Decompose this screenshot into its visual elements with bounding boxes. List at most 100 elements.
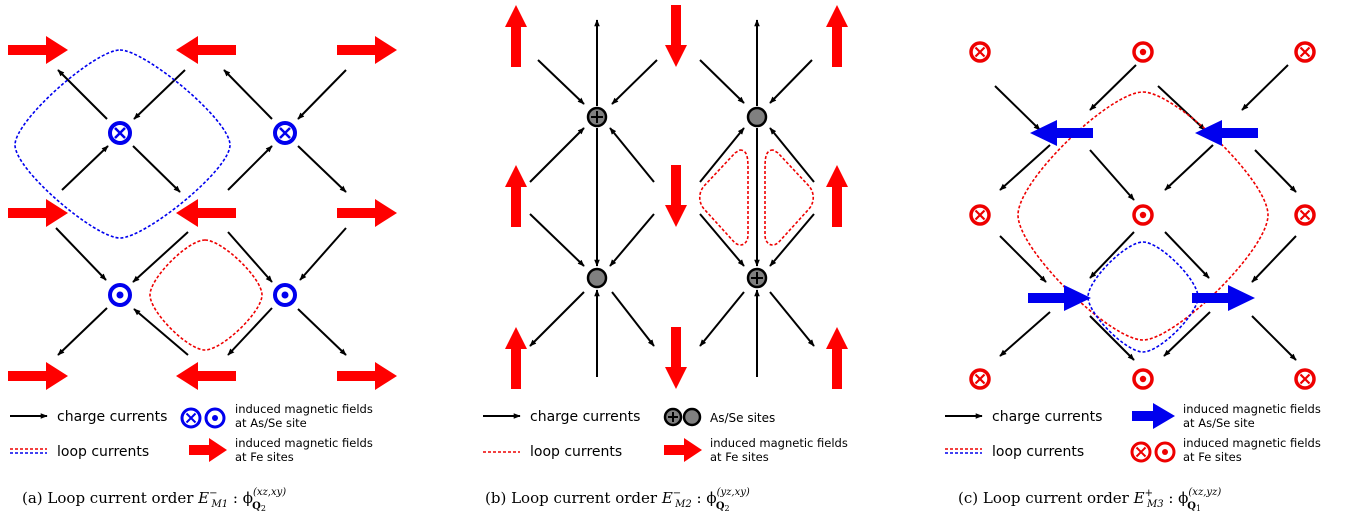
panel-b-as-se-site (746, 106, 768, 128)
panel-c-legend-induced-fe-1: induced magnetic fields (1183, 436, 1321, 450)
panel-a-legend-loop-currents: loop currents (57, 444, 149, 460)
panel-a-loop-current-blue (14, 49, 231, 239)
panel-c-legend-loop-currents: loop currents (992, 444, 1084, 460)
charge-current-arrow (999, 235, 1047, 283)
fe-field-left (176, 199, 236, 227)
fe-field-left (176, 36, 236, 64)
panel-a-legend-charge-currents: charge currents (57, 409, 167, 425)
charge-current-arrow (609, 213, 655, 267)
out-of-page-icon (1154, 441, 1176, 463)
charge-current-arrow (227, 145, 273, 191)
charge-current-arrow (529, 291, 585, 347)
charge-current-arrow (132, 145, 181, 193)
charge-current-arrow (529, 127, 585, 183)
fe-field-up (826, 165, 848, 227)
panel-c-legend-charge-currents: charge currents (992, 409, 1102, 425)
fe-site-out (1132, 41, 1154, 63)
panel-b-legend-induced-fe-1: induced magnetic fields (710, 436, 848, 450)
panel-b-loop-current-red (698, 149, 749, 246)
red-arrow-icon (664, 438, 702, 462)
charge-current-arrow (537, 59, 585, 105)
panel-b-loop-current-red (764, 149, 815, 246)
charge-current-arrow (1089, 149, 1135, 201)
fe-field-up (505, 327, 527, 389)
panel-c-loop-current-red (1017, 91, 1269, 341)
out-of-page-icon (204, 407, 226, 429)
charge-current-arrow (1089, 231, 1135, 279)
charge-current-arrow (769, 59, 813, 104)
panel-b-as-se-site (586, 267, 608, 289)
panel-b: charge currents As/Se sites loop current… (483, 5, 848, 513)
fe-site-out (1132, 204, 1154, 226)
fe-field-right (337, 362, 397, 390)
charge-current-arrow (769, 213, 815, 267)
charge-current-arrow (1157, 85, 1206, 131)
panel-c-legend: charge currents induced magnetic fields … (945, 402, 1321, 464)
fe-site-into (1294, 204, 1316, 226)
panel-a-as-se-site-out (108, 283, 132, 307)
charge-current-arrow (1241, 64, 1289, 111)
blue-arrow-icon (1132, 403, 1175, 429)
charge-current-arrow (529, 213, 585, 267)
fe-field-up (505, 165, 527, 227)
plus-site-icon (663, 407, 683, 427)
charge-current-arrow (223, 69, 273, 120)
fe-field-right (337, 199, 397, 227)
panel-c-legend-induced-as-se-2: at As/Se site (1183, 416, 1255, 430)
fe-field-down (665, 165, 687, 227)
panel-c-legend-induced-fe-2: at Fe sites (1183, 450, 1242, 464)
panel-a-as-se-site-into (108, 121, 132, 145)
fe-field-up (505, 5, 527, 67)
charge-current-arrow (1089, 315, 1135, 361)
panel-b-caption: (b) Loop current order E−M2 : ϕ(yz,xy)Q2 (485, 487, 750, 513)
panel-b-legend-loop-currents: loop currents (530, 444, 622, 460)
fe-field-up (826, 327, 848, 389)
charge-current-arrow (1163, 311, 1211, 357)
charge-current-arrow (769, 127, 815, 183)
panel-b-as-se-site-plus (746, 267, 768, 289)
panel-a-caption: (a) Loop current order E−M1 : ϕ(xz,xy)Q2 (22, 487, 286, 513)
panel-b-as-se-site-plus (586, 106, 608, 128)
charge-current-arrow (699, 127, 745, 183)
panel-a: charge currents induced magnetic fields … (8, 36, 397, 513)
charge-current-arrow (297, 69, 347, 120)
panel-b-charge-currents (529, 19, 815, 377)
fe-field-right (337, 36, 397, 64)
charge-current-arrow (227, 307, 273, 356)
charge-current-arrow (55, 227, 107, 281)
charge-current-arrow (609, 127, 655, 183)
charge-current-arrow (699, 291, 745, 347)
charge-current-arrow (227, 231, 273, 283)
charge-current-arrow (769, 291, 815, 347)
panel-c-as-se-field-right (1028, 285, 1091, 311)
fe-field-right (8, 36, 68, 64)
charge-current-arrow (57, 307, 108, 356)
fe-field-left (176, 362, 236, 390)
fe-site-into (1294, 41, 1316, 63)
fe-site-into (969, 204, 991, 226)
panel-a-charge-currents (55, 69, 347, 356)
panel-c-as-se-field-left (1030, 120, 1093, 146)
panel-c-charge-currents (994, 64, 1297, 361)
charge-current-arrow (1089, 64, 1137, 111)
fe-field-up (826, 5, 848, 67)
charge-current-arrow (133, 69, 186, 120)
fe-site-into (969, 41, 991, 63)
charge-current-arrow (297, 145, 347, 193)
panel-a-legend-induced-as-se-2: at As/Se site (235, 416, 307, 430)
panel-c-legend-induced-as-se-1: induced magnetic fields (1183, 402, 1321, 416)
panel-a-legend-induced-fe-2: at Fe sites (235, 450, 294, 464)
panel-b-legend-as-se-sites: As/Se sites (710, 411, 775, 425)
panel-c-as-se-field-left (1195, 120, 1258, 146)
panel-c-fe-sites (969, 41, 1316, 390)
fe-site-out (1132, 368, 1154, 390)
charge-current-arrow (699, 213, 745, 267)
panel-a-legend-induced-as-se-1: induced magnetic fields (235, 402, 373, 416)
charge-current-arrow (1164, 231, 1210, 279)
fe-field-right (8, 199, 68, 227)
charge-current-arrow (297, 308, 347, 356)
charge-current-arrow (611, 59, 658, 105)
fe-site-into (969, 368, 991, 390)
into-page-icon (180, 407, 202, 429)
panel-a-legend: charge currents induced magnetic fields … (10, 402, 373, 464)
